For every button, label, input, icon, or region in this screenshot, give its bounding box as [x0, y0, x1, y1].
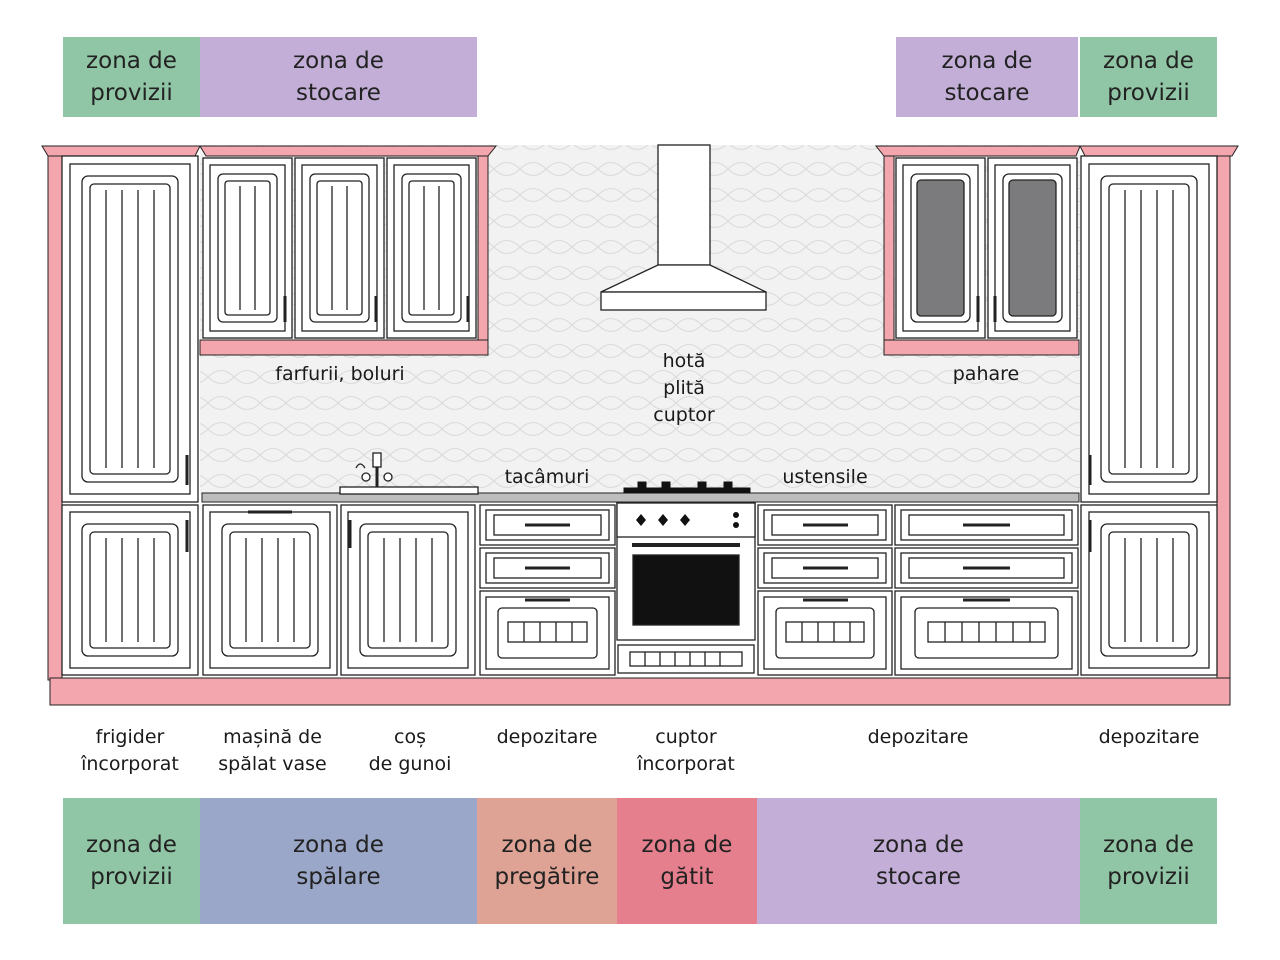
bottom-zone-provizii-left: zona de provizii [63, 798, 200, 924]
range-hood [600, 144, 767, 311]
cabinet-frame [41, 145, 1239, 706]
tall-cabinet-left [61, 155, 199, 676]
label-storage-3: depozitare [1098, 726, 1200, 748]
bottom-zone-gatit: zona de gătit [617, 798, 757, 924]
bottom-zone-stocare: zona de stocare [757, 798, 1080, 924]
label-oven: cuptor încorporat [637, 726, 735, 775]
top-zone-stocare-right: zona de stocare [896, 37, 1078, 117]
countertop [201, 492, 1080, 503]
label-storage-2: depozitare [867, 726, 969, 748]
label-plates-bowls: farfurii, boluri [275, 363, 405, 385]
label-fridge: frigider încorporat [81, 726, 179, 775]
dishwasher [202, 504, 338, 676]
built-in-oven [616, 502, 756, 674]
upper-cabinets-right [895, 157, 1078, 339]
label-hood-cooktop-oven: hotă plită cuptor [653, 350, 715, 426]
upper-cabinets-left [202, 157, 477, 339]
top-zone-stocare-left: zona de stocare [200, 37, 477, 117]
label-storage-1: depozitare [496, 726, 598, 748]
bottom-zone-pregatire: zona de pregătire [477, 798, 617, 924]
label-glasses: pahare [952, 363, 1020, 385]
label-trash: coș de gunoi [368, 726, 452, 775]
top-zone-provizii-left: zona de provizii [63, 37, 200, 117]
top-zone-provizii-right: zona de provizii [1080, 37, 1217, 117]
tall-cabinet-right [1080, 155, 1218, 676]
cooktop [623, 481, 751, 494]
label-utensils: ustensile [782, 466, 868, 488]
drawers-left [479, 504, 616, 676]
bottom-zone-provizii-right: zona de provizii [1080, 798, 1217, 924]
drawers-right [757, 504, 1079, 676]
trash-cabinet [340, 504, 476, 676]
label-cutlery: tacâmuri [504, 466, 590, 488]
label-dishwasher: mașină de spălat vase [218, 726, 327, 775]
bottom-zone-spalare: zona de spălare [200, 798, 477, 924]
sink-faucet [339, 452, 479, 495]
